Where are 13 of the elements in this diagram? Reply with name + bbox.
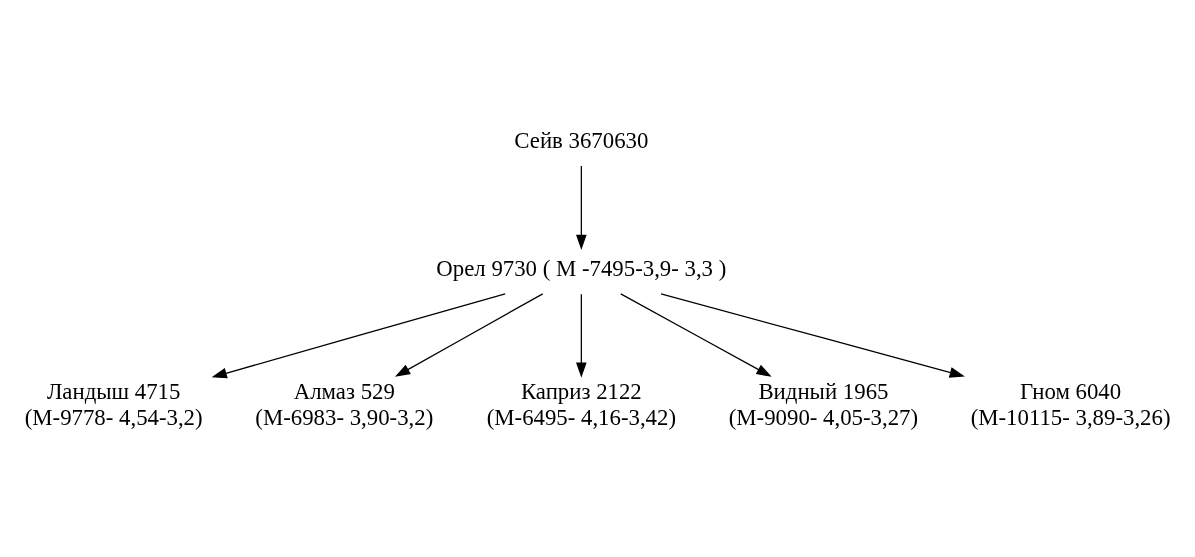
arrow	[394, 293, 544, 377]
node-text: Видный 1965 (М-9090- 4,05-3,27)	[728, 379, 919, 430]
arrow	[620, 293, 772, 377]
node-text: Ландыш 4715 (М-9778- 4,54-3,2)	[24, 379, 203, 430]
node-text: Каприз 2122 (М-6495- 4,16-3,42)	[486, 379, 676, 430]
arrow	[576, 165, 587, 250]
arrow	[576, 293, 587, 378]
node-text: Гном 6040 (М-10115- 3,89-3,26)	[970, 379, 1171, 430]
arrow	[211, 293, 506, 379]
node-text: Сейв 3670630	[514, 128, 649, 154]
arrow	[660, 293, 965, 378]
node-text: Алмаз 529 (М-6983- 3,90-3,2)	[255, 379, 434, 430]
node-text: Орел 9730 ( М -7495-3,9- 3,3 )	[436, 256, 727, 282]
